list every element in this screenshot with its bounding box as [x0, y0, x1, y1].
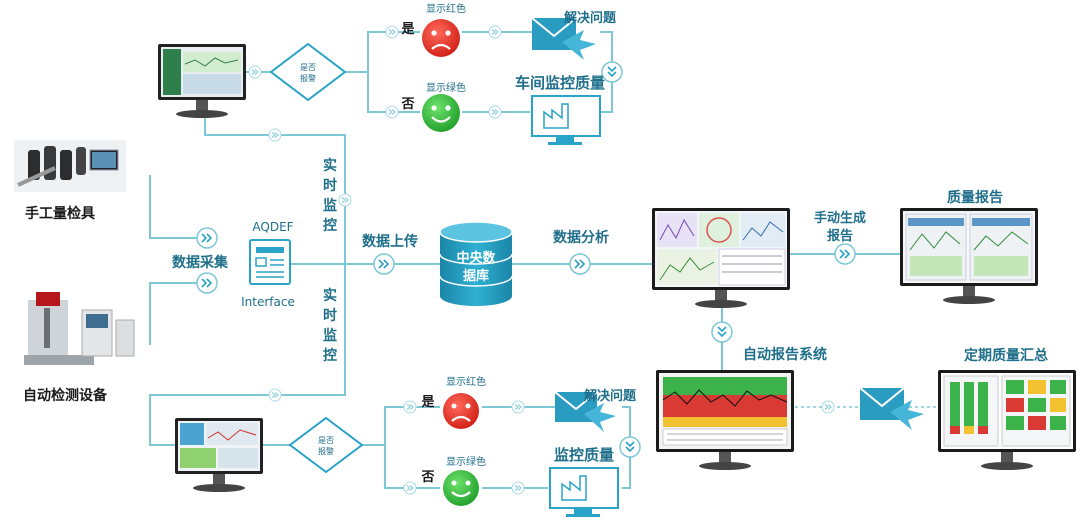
top-monitor-label: 车间监控质量	[515, 74, 605, 92]
manual-gauge-label: 手工量检具	[25, 205, 95, 222]
periodic-summary-label: 定期质量汇总	[964, 347, 1048, 364]
arrow-icon	[196, 272, 218, 294]
small-arrow-icon	[385, 105, 399, 119]
bottom-solve-label: 解决问题	[583, 388, 637, 404]
top-smile-face-icon	[422, 94, 460, 132]
svg-text:实: 实	[323, 287, 337, 304]
auto-report-monitor	[656, 370, 794, 470]
bottom-show-red-label: 显示红色	[446, 375, 486, 388]
data-collect-label: 数据采集	[172, 254, 229, 271]
upload-label: 数据上传	[362, 233, 418, 250]
svg-text:监: 监	[323, 197, 337, 214]
central-db-label-1: 中央数	[456, 250, 496, 266]
small-arrow-icon	[338, 193, 352, 207]
auto-device-label: 自动检测设备	[23, 387, 108, 404]
arrow-down-icon	[619, 436, 641, 458]
arrow-icon	[373, 253, 395, 275]
small-arrow-icon	[248, 65, 262, 79]
manual-gauge-image	[14, 140, 126, 192]
manual-gen-label-2: 报告	[827, 228, 853, 244]
auto-report-label: 自动报告系统	[743, 346, 827, 363]
bottom-show-green-label: 显示绿色	[446, 455, 486, 468]
top-no-label: 否	[400, 97, 414, 112]
bottom-factory-icon	[549, 467, 619, 517]
small-arrow-icon	[268, 128, 282, 142]
svg-text:控: 控	[323, 217, 337, 234]
bottom-monitor	[175, 418, 263, 492]
small-arrow-icon	[385, 25, 399, 39]
bottom-sad-face-icon	[443, 393, 479, 429]
top-alarm-label-1: 是否	[300, 63, 316, 72]
bottom-smile-face-icon	[443, 470, 479, 506]
top-factory-icon	[531, 95, 601, 145]
top-email-icon	[531, 17, 596, 60]
bottom-yes-label: 是	[420, 395, 435, 410]
top-monitor	[158, 44, 246, 118]
realtime-monitor-top-label: 实 时 监 控	[323, 157, 337, 234]
svg-text:控: 控	[323, 347, 337, 364]
svg-text:监: 监	[323, 327, 337, 344]
arrow-down-icon	[711, 321, 733, 343]
top-alarm-diamond	[269, 42, 347, 102]
top-solve-label: 解决问题	[563, 10, 617, 26]
analysis-label: 数据分析	[553, 229, 609, 246]
small-arrow-icon	[488, 105, 502, 119]
interface-document-icon	[249, 239, 291, 285]
top-show-red-label: 显示红色	[426, 2, 466, 15]
quality-report-label: 质量报告	[947, 189, 1003, 206]
top-sad-face-icon	[422, 19, 460, 57]
small-arrow-icon	[488, 25, 502, 39]
arrow-icon	[834, 243, 856, 265]
realtime-monitor-bottom-label: 实 时 监 控	[323, 287, 337, 364]
small-arrow-icon	[821, 400, 835, 414]
arrow-icon	[196, 227, 218, 249]
svg-text:实: 实	[323, 157, 337, 174]
top-yes-label: 是	[400, 22, 415, 37]
central-db-label-2: 据库	[463, 268, 489, 284]
small-arrow-icon	[403, 400, 417, 414]
bottom-alarm-label-1: 是否	[318, 436, 334, 445]
top-show-green-label: 显示绿色	[426, 81, 466, 94]
bottom-monitor-label: 监控质量	[554, 446, 614, 464]
aqdef-label: AQDEF	[252, 220, 293, 234]
svg-text:时: 时	[323, 307, 337, 324]
bottom-alarm-diamond	[288, 416, 364, 474]
quality-report-monitor	[900, 208, 1038, 304]
bottom-alarm-label-2: 报警	[318, 446, 334, 456]
arrow-icon	[569, 253, 591, 275]
summary-email-icon	[859, 387, 924, 430]
svg-text:时: 时	[323, 177, 337, 194]
small-arrow-icon	[511, 481, 525, 495]
small-arrow-icon	[403, 481, 417, 495]
periodic-summary-monitor	[938, 370, 1076, 470]
manual-gen-label-1: 手动生成	[814, 210, 866, 226]
top-alarm-label-2: 报警	[300, 73, 316, 83]
analysis-monitor	[652, 208, 790, 308]
bottom-email-icon	[554, 391, 616, 432]
auto-device-image	[24, 292, 135, 365]
small-arrow-icon	[511, 400, 525, 414]
central-database-icon	[439, 221, 513, 306]
bottom-no-label: 否	[420, 470, 434, 485]
small-arrow-icon	[268, 388, 282, 402]
interface-label: Interface	[241, 295, 295, 309]
